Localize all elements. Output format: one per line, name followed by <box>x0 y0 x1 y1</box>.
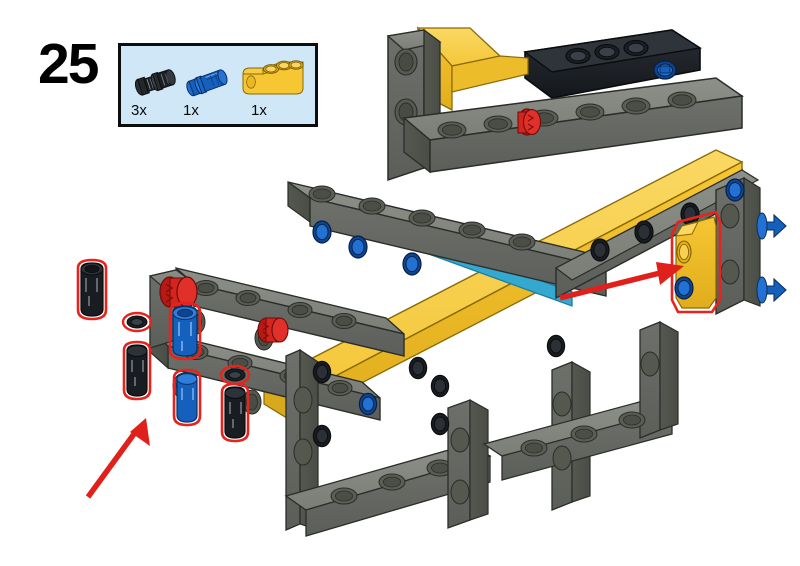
black-pin-lower-frame-3 <box>430 374 450 398</box>
blue-pin-mid-3 <box>402 252 422 276</box>
placement-arrow-right <box>559 262 684 301</box>
parts-callout-box: 3x 1x <box>118 43 318 127</box>
black-pin-lower-frame-4 <box>430 412 450 436</box>
blue-pin-black-liftarm <box>653 60 677 80</box>
yellow-liftarm-icon <box>242 60 304 95</box>
callout-part-technic-liftarm-thin-1x3-yellow: 1x <box>233 54 313 124</box>
blue-axle-pin-right-lower <box>756 276 787 304</box>
mid-frame-top-holes <box>308 185 536 251</box>
highlighted-hole-left-2 <box>219 364 251 386</box>
center-right-frame <box>554 168 787 316</box>
red-axle-pin-left-lower <box>257 317 289 343</box>
step-number: 25 <box>38 32 99 96</box>
blue-pin-icon <box>186 69 228 97</box>
black-pin-upper-left-highlighted <box>76 258 108 321</box>
callout-part-quantity: 3x <box>131 102 147 119</box>
blue-pin-upper-right <box>725 178 745 202</box>
callout-part-quantity: 1x <box>251 102 267 119</box>
rear-top-beam-row <box>402 77 745 174</box>
blue-pin-lower-frame <box>358 392 378 416</box>
mid-frame-beam-row <box>287 180 607 297</box>
highlighted-hole-left-1 <box>121 311 153 333</box>
callout-part-technic-pin-with-friction-black: 3x <box>129 54 183 124</box>
blue-pin-mid-2 <box>348 235 368 259</box>
placement-arrow-bottom-left <box>85 418 150 499</box>
blue-axle-pin-right-upper <box>756 212 787 240</box>
callout-part-quantity: 1x <box>183 102 199 119</box>
black-pin-lower-left-highlighted <box>122 340 152 401</box>
black-pin-icon <box>134 69 176 96</box>
blue-pin-mid-1 <box>312 220 332 244</box>
blue-pin-lower-center-highlighted <box>172 368 202 427</box>
black-pin-lower-frame-5 <box>312 424 332 448</box>
black-pin-lower-right-highlighted <box>220 382 250 443</box>
yellow-liftarm-right-highlighted <box>670 210 722 314</box>
blue-pin-center-highlighted <box>168 301 202 361</box>
black-pin-lower-frame-6 <box>546 334 566 358</box>
black-liftarm-top-right <box>523 29 702 99</box>
blue-pin-in-yellow-liftarm <box>674 276 694 300</box>
lower-center-frames <box>284 320 679 537</box>
black-pin-right-frame-1 <box>634 220 654 244</box>
black-pin-lower-frame-2 <box>408 356 428 380</box>
upper-rear-assembly <box>386 26 745 182</box>
callout-part-technic-pin-blue: 1x <box>181 54 237 124</box>
black-pin-lower-frame-1 <box>312 360 332 384</box>
red-axle-pin-rear <box>517 108 542 136</box>
rear-top-beam-holes <box>437 91 697 139</box>
black-pin-right-frame-3 <box>590 238 610 262</box>
